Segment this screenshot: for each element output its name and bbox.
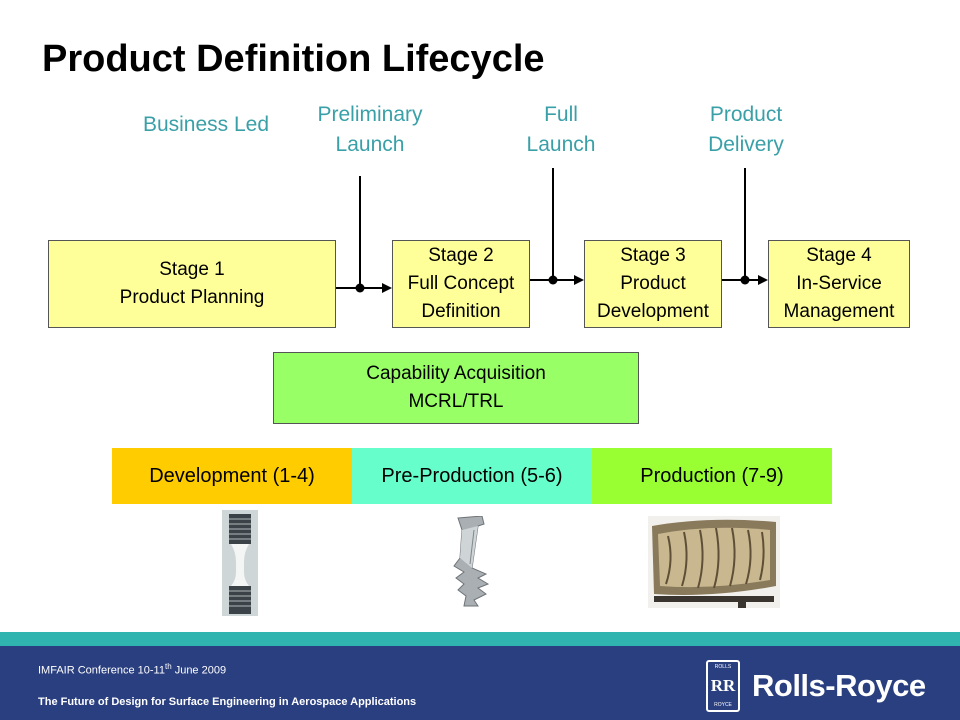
stage-2-desc-1: Full Concept (407, 273, 515, 294)
readiness-phase-bar: Development (1-4) Pre-Production (5-6) P… (112, 448, 832, 504)
badge-bottom-text: ROYCE (714, 702, 732, 708)
stage-4-box: Stage 4 In-Service Management (768, 240, 910, 328)
page-title: Product Definition Lifecycle (42, 38, 545, 80)
badge-monogram: RR (710, 676, 736, 695)
capability-title: Capability Acquisition (366, 363, 546, 384)
conference-info: IMFAIR Conference 10-11th June 2009 (38, 662, 226, 677)
stage-2-title: Stage 2 (428, 245, 494, 266)
stage-1-desc: Product Planning (119, 287, 265, 308)
stage-1-title: Stage 1 (159, 259, 225, 280)
phase-production-label: Production (7-9) (640, 464, 784, 487)
gate-line-preliminary (359, 176, 361, 288)
capability-subtitle: MCRL/TRL (408, 391, 504, 412)
footer-accent-stripe (0, 632, 960, 646)
stage-3-box: Stage 3 Product Development (584, 240, 722, 328)
milestone-preliminary-line1: Preliminary (317, 103, 423, 126)
conference-text: IMFAIR Conference 10-11 (38, 664, 165, 677)
milestone-preliminary-launch: Preliminary Launch (300, 100, 440, 160)
gate-dot-full (548, 275, 558, 285)
stage-2-desc-2: Definition (421, 301, 501, 322)
gate-line-delivery (744, 168, 746, 280)
stage-1-box: Stage 1 Product Planning (48, 240, 336, 328)
test-specimen-image (222, 510, 258, 616)
stage-3-desc-1: Product (620, 273, 686, 294)
footer: IMFAIR Conference 10-11th June 2009 The … (0, 646, 960, 720)
engine-cutaway-image (648, 516, 780, 608)
phase-pre-production-label: Pre-Production (5-6) (381, 464, 563, 487)
rolls-royce-logo: Rolls-Royce (752, 668, 926, 703)
gate-dot-preliminary (355, 283, 365, 293)
phase-development: Development (1-4) (112, 448, 352, 504)
capability-acquisition-box: Capability Acquisition MCRL/TRL (273, 352, 639, 424)
stage-4-desc-1: In-Service (796, 273, 882, 294)
conference-date-text: June 2009 (171, 664, 227, 677)
milestone-delivery-line2: Delivery (708, 133, 784, 156)
phase-production: Production (7-9) (592, 448, 832, 504)
stage-3-desc-2: Development (597, 301, 709, 322)
presentation-subtitle: The Future of Design for Surface Enginee… (38, 696, 417, 708)
milestone-full-line1: Full (544, 103, 578, 126)
milestone-business-led: Business Led (130, 110, 282, 140)
milestone-product-delivery: Product Delivery (686, 100, 806, 160)
milestone-business-led-text: Business Led (142, 113, 270, 136)
milestone-full-launch: Full Launch (506, 100, 616, 160)
conference-sup: th (164, 662, 172, 671)
gate-dot-delivery (740, 275, 750, 285)
gate-line-full (552, 168, 554, 280)
phase-pre-production: Pre-Production (5-6) (352, 448, 592, 504)
stage-2-box: Stage 2 Full Concept Definition (392, 240, 530, 328)
rolls-royce-badge-icon: ROLLS RR ROYCE (706, 660, 740, 712)
stage-3-title: Stage 3 (620, 245, 686, 266)
phase-development-label: Development (1-4) (149, 464, 315, 487)
stage-4-title: Stage 4 (806, 245, 872, 266)
milestone-preliminary-line2: Launch (335, 133, 405, 156)
badge-top-text: ROLLS (714, 664, 732, 670)
milestone-full-line2: Launch (526, 133, 596, 156)
turbine-blade-image (453, 516, 490, 607)
stage-4-desc-2: Management (783, 301, 895, 322)
milestone-delivery-line1: Product (709, 103, 783, 126)
